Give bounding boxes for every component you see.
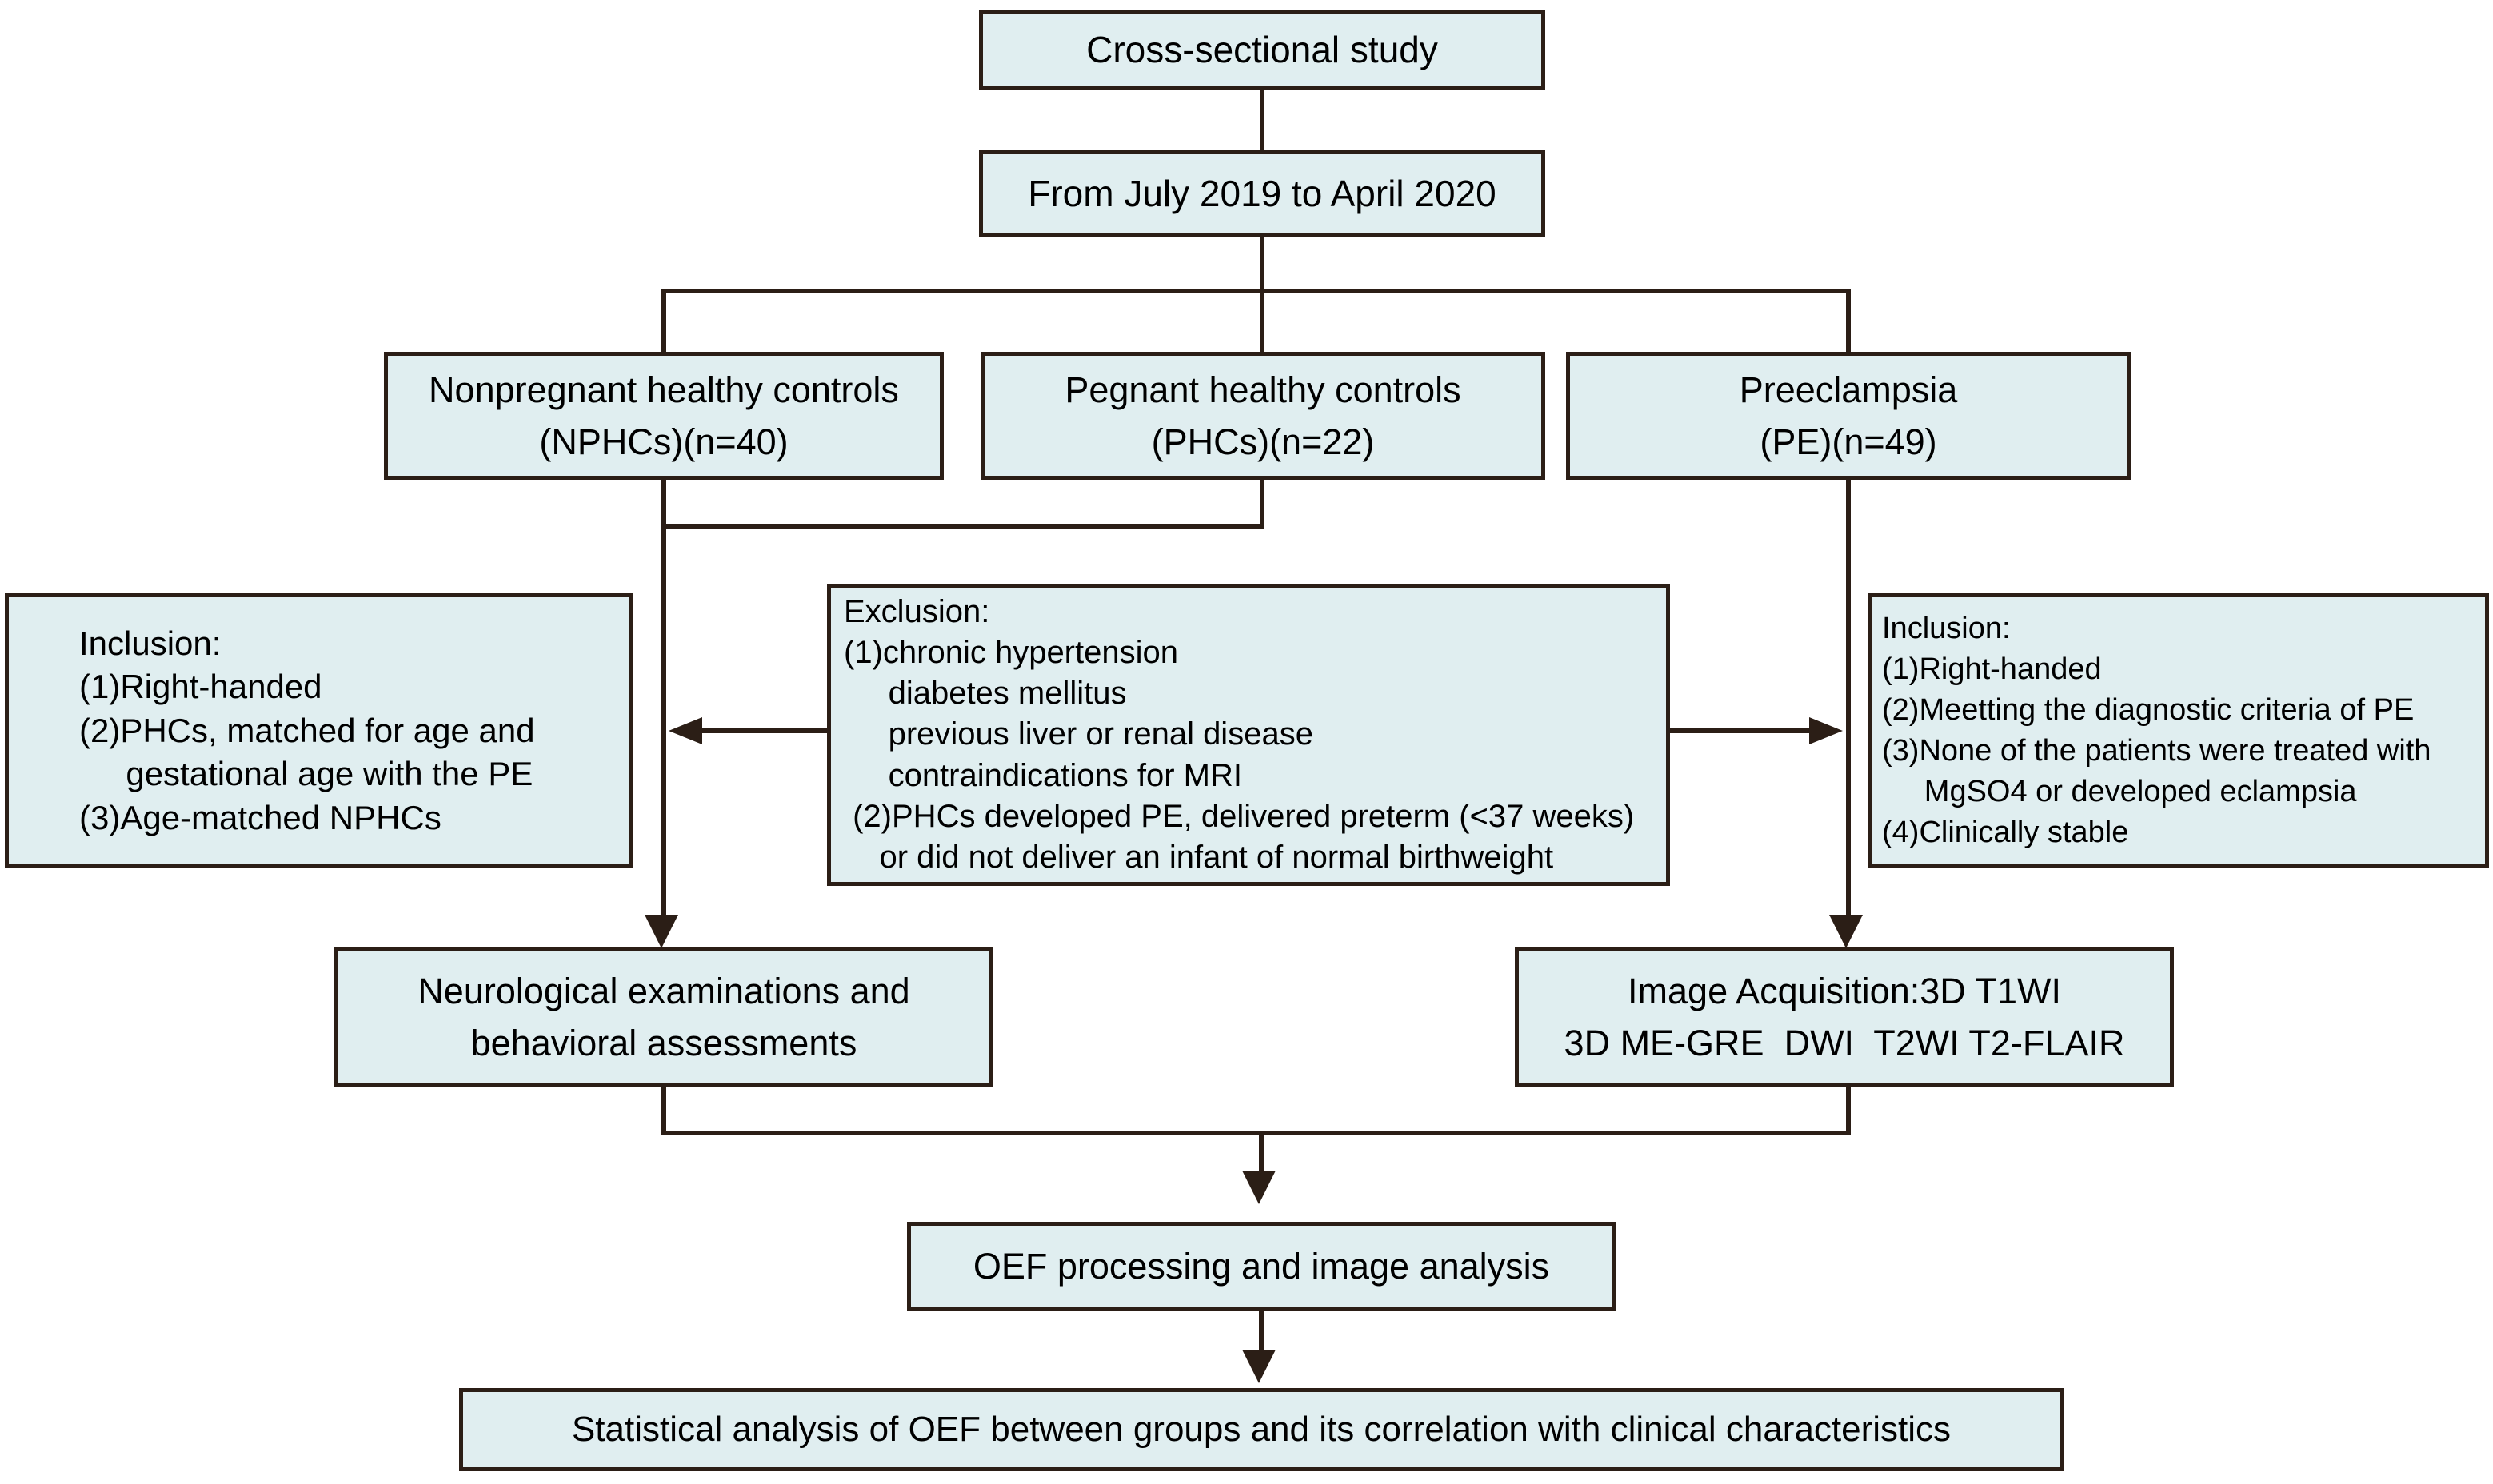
exclusion-line-6: (2)PHCs developed PE, delivered preterm …	[844, 798, 1635, 834]
exclusion-line-7: or did not deliver an infant of normal b…	[844, 839, 1554, 875]
inclusion-left-line-3: (2)PHCs, matched for age and	[79, 711, 535, 749]
box-preeclampsia: Preeclampsia (PE)(n=49)	[1566, 352, 2131, 480]
box-neurological-examinations: Neurological examinations and behavioral…	[334, 947, 993, 1087]
box-pregnant-healthy-controls: Pegnant healthy controls (PHCs)(n=22)	[981, 352, 1545, 480]
exclusion-line-4: previous liver or renal disease	[844, 716, 1313, 752]
connector-cross-to-date	[1260, 90, 1264, 150]
connector-split-to-pe	[1846, 289, 1851, 352]
phc-line-2: (PHCs)(n=22)	[1151, 421, 1375, 462]
arrow-exclusion-right-shaft	[1670, 728, 1814, 733]
nphc-line-2: (NPHCs)(n=40)	[539, 421, 789, 462]
inclusion-right-line-1: Inclusion:	[1882, 612, 2011, 646]
box-image-acquisition: Image Acquisition:3D T1WI 3D ME-GRE DWI …	[1515, 947, 2174, 1087]
arrowhead-exclusion-left	[669, 717, 702, 744]
connector-neuro-down	[661, 1087, 666, 1135]
box-cross-sectional-study-label: Cross-sectional study	[1086, 29, 1438, 70]
nphc-line-1: Nonpregnant healthy controls	[429, 369, 899, 410]
box-nonpregnant-healthy-controls: Nonpregnant healthy controls (NPHCs)(n=4…	[384, 352, 944, 480]
imaging-line-1: Image Acquisition:3D T1WI	[1628, 970, 2061, 1011]
arrowhead-exclusion-right	[1809, 717, 1843, 744]
inclusion-left-line-4: gestational age with the PE	[79, 755, 533, 793]
inclusion-right-line-2: (1)Right-handed	[1882, 652, 2102, 687]
exclusion-line-5: contraindications for MRI	[844, 757, 1242, 793]
connector-merge-to-oef	[1259, 1131, 1264, 1174]
connector-merge-bar	[661, 1131, 1851, 1135]
connector-phc-merge-bar	[661, 524, 1264, 529]
connector-pe-to-imaging	[1846, 480, 1851, 921]
inclusion-right-line-3: (2)Meetting the diagnostic criteria of P…	[1882, 693, 2415, 728]
connector-imaging-down	[1846, 1087, 1851, 1135]
stats-label: Statistical analysis of OEF between grou…	[571, 1410, 1952, 1449]
box-statistical-analysis: Statistical analysis of OEF between grou…	[459, 1388, 2064, 1471]
pe-line-1: Preeclampsia	[1739, 369, 1958, 410]
arrowhead-into-imaging	[1829, 915, 1863, 948]
inclusion-left-line-1: Inclusion:	[79, 624, 222, 662]
box-inclusion-criteria-controls: Inclusion: (1)Right-handed (2)PHCs, matc…	[5, 593, 633, 868]
arrowhead-into-stats	[1242, 1350, 1276, 1383]
exclusion-line-1: Exclusion:	[844, 593, 990, 629]
connector-nphc-to-neuro	[661, 480, 666, 921]
arrowhead-into-oef	[1242, 1171, 1276, 1204]
inclusion-left-line-2: (1)Right-handed	[79, 668, 322, 706]
connector-split-to-nphc	[661, 289, 666, 352]
connector-phc-down	[1260, 480, 1264, 529]
arrowhead-into-neuro	[645, 915, 678, 948]
neuro-line-2: behavioral assessments	[470, 1023, 857, 1063]
box-inclusion-criteria-pe: Inclusion: (1)Right-handed (2)Meetting t…	[1868, 593, 2489, 868]
connector-split-to-phc	[1260, 289, 1264, 352]
box-exclusion-criteria: Exclusion: (1)chronic hypertension diabe…	[827, 584, 1670, 886]
connector-split-bar	[661, 289, 1851, 293]
inclusion-left-line-5: (3)Age-matched NPHCs	[79, 798, 441, 836]
arrow-exclusion-left-shaft	[693, 728, 827, 733]
inclusion-right-line-4: (3)None of the patients were treated wit…	[1882, 734, 2431, 768]
connector-oef-to-stats	[1259, 1311, 1264, 1353]
box-oef-processing: OEF processing and image analysis	[907, 1222, 1616, 1311]
exclusion-line-3: diabetes mellitus	[844, 676, 1127, 712]
neuro-line-1: Neurological examinations and	[417, 970, 910, 1011]
exclusion-line-2: (1)chronic hypertension	[844, 635, 1178, 671]
box-study-period: From July 2019 to April 2020	[979, 150, 1545, 237]
box-cross-sectional-study: Cross-sectional study	[979, 10, 1545, 90]
imaging-line-2: 3D ME-GRE DWI T2WI T2-FLAIR	[1564, 1023, 2125, 1063]
pe-line-2: (PE)(n=49)	[1760, 421, 1937, 462]
phc-line-1: Pegnant healthy controls	[1065, 369, 1461, 410]
box-study-period-label: From July 2019 to April 2020	[1028, 173, 1496, 214]
connector-date-to-split	[1260, 237, 1264, 291]
inclusion-right-line-6: (4)Clinically stable	[1882, 815, 2129, 849]
oef-label: OEF processing and image analysis	[973, 1246, 1550, 1287]
inclusion-right-line-5: MgSO4 or developed eclampsia	[1882, 774, 2357, 808]
